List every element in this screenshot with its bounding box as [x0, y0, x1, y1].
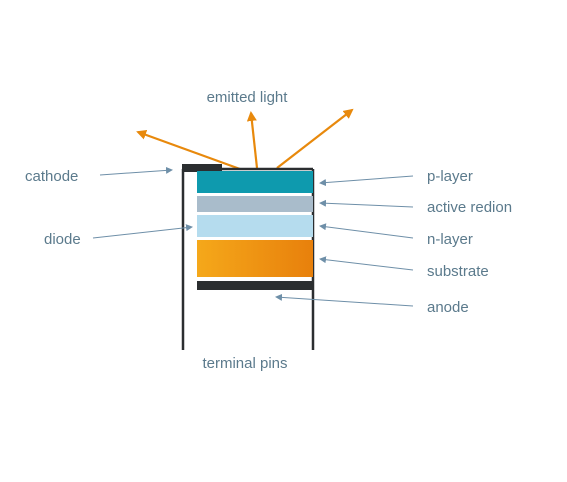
p-layer-block: [197, 171, 313, 193]
diode-label: diode: [44, 231, 81, 248]
anode-bar: [197, 281, 313, 290]
substrate-leader: [319, 256, 414, 271]
active-region-label: active redion: [427, 199, 512, 216]
n-layer-leader: [319, 223, 414, 239]
active-region-block: [197, 196, 313, 212]
substrate-block: [197, 240, 313, 277]
cathode-leader: [99, 166, 173, 176]
labels: emitted light cathode diode p-layer acti…: [25, 89, 512, 372]
led-layer-stack: [197, 171, 313, 290]
p-layer-label: p-layer: [427, 168, 473, 185]
leader-lines: [92, 166, 414, 307]
light-arrow-up: [246, 111, 259, 169]
active-region-leader: [319, 199, 414, 208]
terminal-pins-label: terminal pins: [202, 355, 287, 372]
n-layer-label: n-layer: [427, 231, 473, 248]
n-layer-block: [197, 215, 313, 237]
cathode-label: cathode: [25, 168, 78, 185]
cathode-contact: [182, 164, 222, 172]
emitted-light-arrows: [136, 108, 354, 171]
diode-leader: [92, 224, 193, 239]
anode-leader: [275, 293, 414, 307]
light-arrow-left: [136, 130, 241, 171]
p-layer-leader: [319, 175, 414, 187]
anode-label: anode: [427, 299, 469, 316]
light-arrow-right: [276, 108, 354, 169]
emitted-light-label: emitted light: [207, 89, 289, 106]
substrate-label: substrate: [427, 263, 489, 280]
